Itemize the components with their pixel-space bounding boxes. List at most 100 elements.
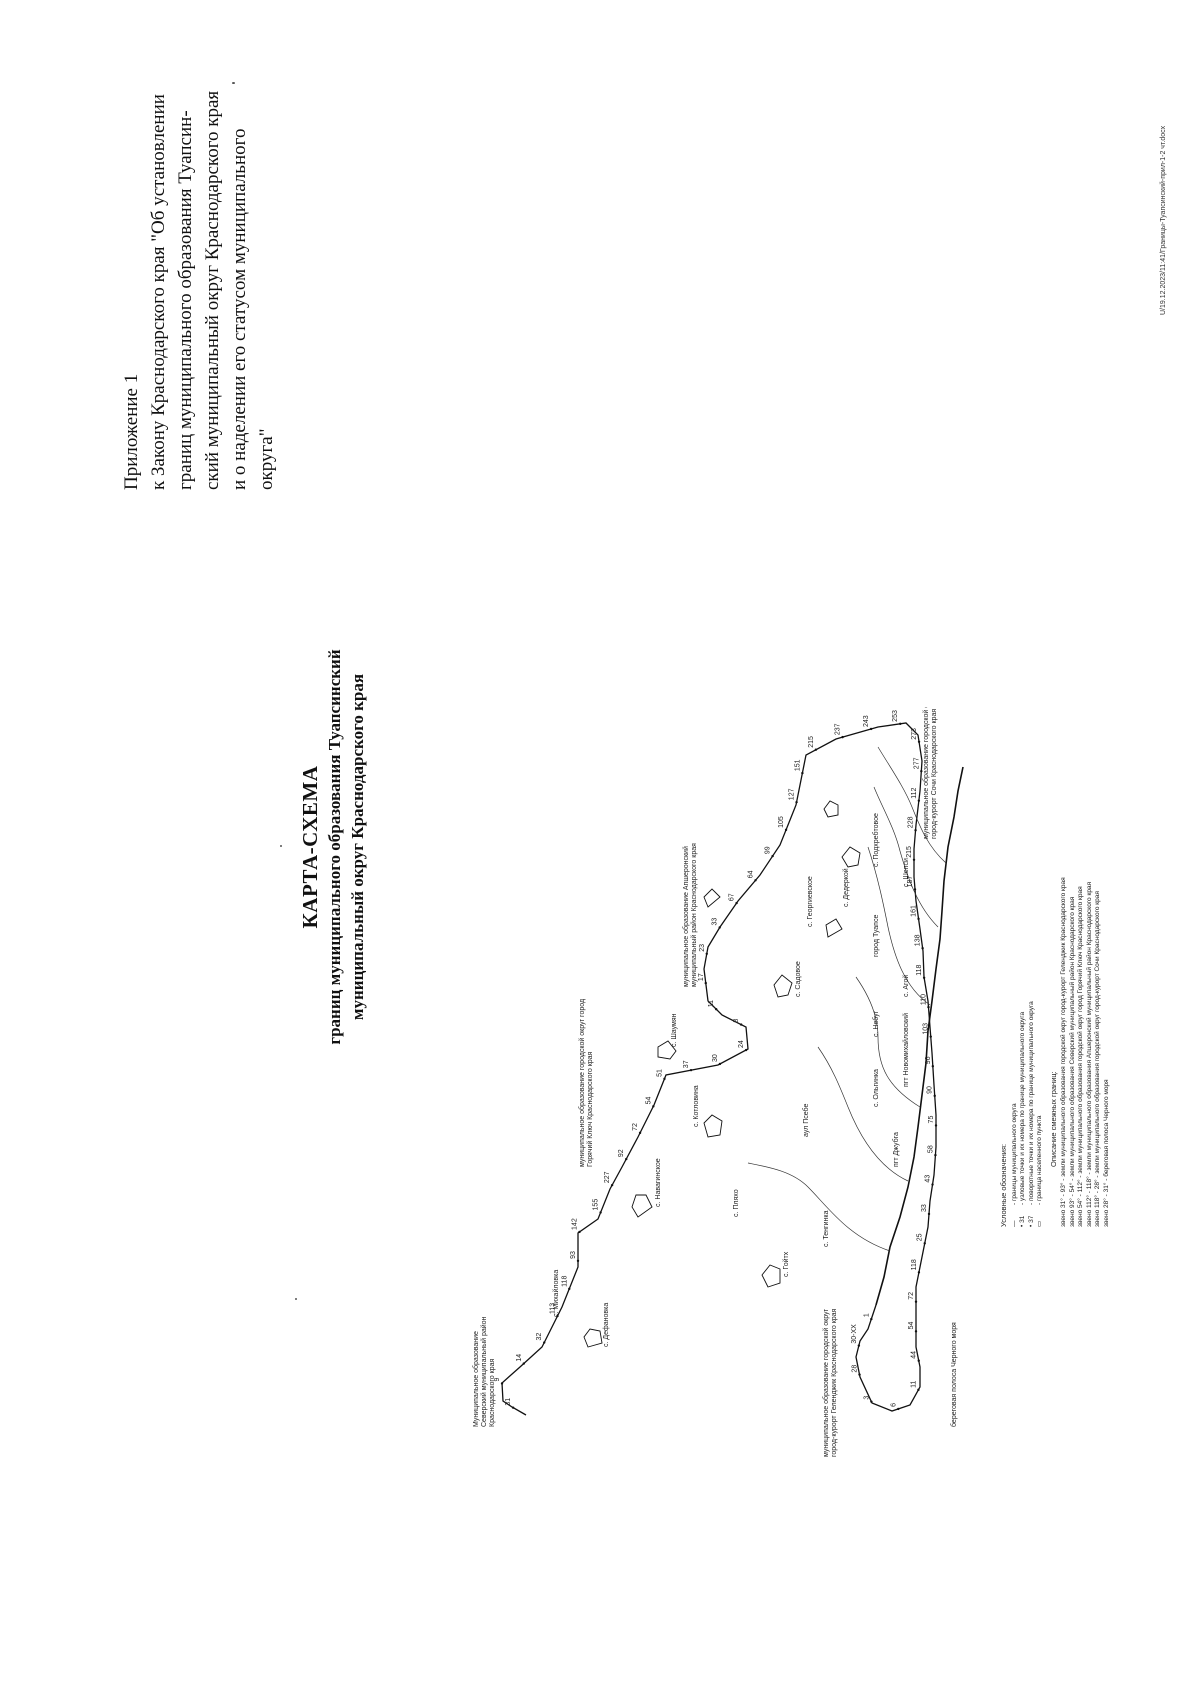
boundary-point: [568, 1287, 571, 1291]
boundary-point: [500, 1382, 504, 1385]
boundary-point: [917, 1359, 920, 1362]
boundary-point-number: 11: [910, 1380, 917, 1387]
legend: Условные обозначения: — - границы муници…: [999, 687, 1111, 1227]
boundary-point: [870, 1400, 873, 1403]
settlement-boundary-icon: ▭: [1036, 1220, 1043, 1227]
boundary-point: [917, 1388, 920, 1392]
boundary-point-number: 54: [908, 1321, 915, 1329]
boundary-point-number: 44: [911, 1351, 918, 1359]
boundary-point-number: 118: [911, 1259, 918, 1270]
boundary-point-number: 215: [808, 736, 815, 748]
boundary-point: [927, 1212, 931, 1216]
settlement-label: с. Гойтх: [782, 1251, 790, 1277]
boundary-point-number: 37: [683, 1060, 690, 1068]
annex-line: ский муниципальный округ Краснодарского …: [202, 90, 223, 490]
boundary-point: [576, 1259, 580, 1263]
boundary-point: [652, 1105, 655, 1108]
boundary-point-number: 253: [892, 710, 899, 722]
boundary-point-number: 243: [863, 715, 870, 727]
annex-line: и о наделении его статусом муниципальног…: [229, 128, 250, 490]
settlement-label: с. Шаумян: [671, 1013, 678, 1047]
annex-line: границ муниципального образования Туапси…: [175, 110, 196, 490]
turning-point-icon: • 37: [1027, 1215, 1035, 1227]
boundary-point: [923, 1242, 926, 1245]
boundary-point-number: 118: [561, 1276, 568, 1287]
boundary-point: [556, 1314, 559, 1318]
boundary-point-number: 75: [928, 1116, 935, 1124]
settlement-label: с. Котловина: [693, 1085, 700, 1127]
neighbor-northern-line1: Муниципальное образование: [472, 1331, 480, 1427]
settlement-label: с. Михайловка: [552, 1270, 560, 1317]
settlement-label: с. Небуг: [872, 1010, 880, 1037]
boundary-point: [704, 981, 707, 985]
boundary-point: [934, 1153, 937, 1157]
boundary-point: [663, 1077, 666, 1081]
boundary-point: [922, 976, 926, 979]
boundary-point-number: 33: [712, 918, 719, 926]
description-title: Описание смежных границ:: [1048, 1071, 1058, 1167]
legend-row: • 31 - узловые точки и их номера по гран…: [1019, 687, 1028, 1227]
boundary-point-number: 8: [733, 1019, 740, 1023]
boundary-point-number: 161: [911, 905, 918, 917]
boundary-point: [914, 828, 917, 832]
neighbor-goryachy-line1: муниципальное образование городской окру…: [578, 999, 586, 1167]
settlement-label: с. Агой: [902, 975, 910, 997]
boundary-point-number: 32: [536, 1333, 543, 1341]
annex-line: к Закону Краснодарского края "Об установ…: [148, 94, 169, 490]
boundary-point: [638, 1131, 642, 1135]
boundary-point-number: 11: [708, 1000, 715, 1007]
boundary-point-number: 17: [698, 973, 705, 981]
description-line: звено 93° - 54° - земли муниципального о…: [1068, 896, 1076, 1227]
boundary-point: [714, 1007, 718, 1011]
legend-item: - узловые точки и их номера по границе м…: [1019, 1011, 1026, 1205]
legend-row: • 37 - поворотные точки и их номера по г…: [1028, 687, 1037, 1227]
boundary-point-number: 30-XX: [851, 1324, 858, 1344]
boundary-point: [718, 1062, 722, 1066]
settlement-label: с. Тенгинка: [823, 1210, 830, 1247]
boundary-point-number: 228: [908, 816, 915, 828]
boundary-point-number: 277: [913, 757, 920, 769]
boundary-point: [917, 740, 921, 743]
boundary-point-number: 113: [549, 1303, 556, 1314]
boundary-point-number: 72: [632, 1123, 639, 1131]
boundary-point: [543, 1341, 546, 1344]
boundary-point-number: 23: [699, 944, 706, 952]
boundary-point: [933, 1094, 936, 1098]
boundary-point-number: 138: [915, 934, 922, 946]
boundary-point-number: 90: [927, 1086, 934, 1094]
boundary-point-number: 31: [505, 1398, 512, 1406]
boundary-point: [578, 1230, 581, 1234]
boundary-point: [917, 799, 921, 802]
boundary-point: [869, 727, 873, 731]
boundary-point: [857, 1344, 861, 1347]
boundary-point-number: 187: [907, 876, 914, 888]
neighbor-sochi-line2: город-курорт Сочи Краснодарского края: [931, 709, 938, 839]
boundary-point: [920, 769, 923, 773]
boundary-point-number: 14: [516, 1354, 523, 1362]
rivers: [747, 746, 947, 1252]
boundary-point-number: 24: [738, 1040, 745, 1048]
neighbor-northern-line3: Краснодарского края: [489, 1359, 496, 1427]
boundary-point: [912, 858, 916, 861]
settlement-label: с. Ольгинка: [873, 1069, 880, 1107]
boundary-point: [870, 1317, 873, 1321]
boundary-point-number: 9: [494, 1377, 501, 1381]
page-title: КАРТА-СХЕМА границ муниципального образо…: [298, 587, 369, 1107]
scan-speck: [295, 1298, 297, 1300]
description-line: звено 28° - 31° - береговая полоса Черно…: [1102, 1079, 1110, 1227]
description-line: звено 118° - 28° - земли муниципального …: [1094, 891, 1101, 1227]
boundary-point: [744, 1048, 748, 1052]
settlement-label: с. Подхребтовое: [872, 813, 880, 867]
boundary-point: [931, 1065, 935, 1068]
settlement-label: пгт Новомихайловский: [902, 1013, 910, 1087]
boundary-point-number: 96: [925, 1056, 932, 1064]
boundary-point: [858, 1373, 861, 1376]
boundary-point-number: 64: [748, 870, 755, 878]
legend-heading: Условные обозначения:: [999, 1143, 1008, 1227]
boundary-point: [917, 1271, 921, 1274]
boundary-point-number: 273: [911, 728, 918, 740]
boundary-point-number: 155: [593, 1199, 600, 1211]
boundary-point-number: 30: [712, 1054, 719, 1062]
neighbor-apsheronsky-line1: муниципальное образование Апшеронский: [682, 846, 690, 987]
